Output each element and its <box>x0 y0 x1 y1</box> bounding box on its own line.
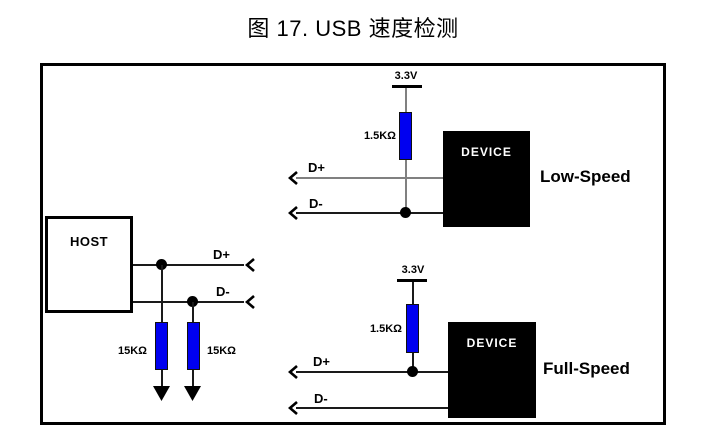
low-speed-pullup-resistor-label: 1.5KΩ <box>363 130 396 142</box>
full-speed-pullup-drop-wire <box>412 353 414 372</box>
low-speed-supply-stem-wire <box>405 88 407 112</box>
full-speed-supply-rail-bar <box>397 279 427 282</box>
low-speed-supply-rail-bar <box>392 85 422 88</box>
host-pulldown-resistor-label-dplus: 15KΩ <box>118 345 147 357</box>
full-speed-dplus-label: D+ <box>313 354 330 369</box>
host-pulldown-resistor-dminus <box>187 322 200 370</box>
low-speed-mode-label: Low-Speed <box>540 167 631 186</box>
full-speed-supply-label: 3.3V <box>401 264 425 276</box>
low-speed-supply-label: 3.3V <box>394 70 418 82</box>
full-speed-device-box: DEVICE <box>448 322 536 418</box>
full-speed-device-label: DEVICE <box>466 336 518 350</box>
low-speed-dminus-label: D- <box>309 196 323 211</box>
host-pulldown-resistor-dplus <box>155 322 168 370</box>
host-dplus-junction-dot <box>156 259 167 270</box>
full-speed-mode-label: Full-Speed <box>543 359 630 378</box>
host-dminus-pulldown-stem-wire <box>192 302 194 322</box>
full-speed-pullup-resistor <box>406 304 419 353</box>
host-dplus-wire <box>133 264 244 266</box>
low-speed-dminus-junction-dot <box>400 207 411 218</box>
low-speed-dplus-arrow-icon <box>287 170 299 186</box>
low-speed-pullup-drop-wire <box>405 160 407 213</box>
host-ground-arrow-dplus-icon <box>153 386 170 401</box>
full-speed-dplus-arrow-icon <box>287 364 299 380</box>
host-ground-stem-dplus-wire <box>161 370 163 387</box>
low-speed-device-label: DEVICE <box>461 145 512 159</box>
host-dplus-connector-icon <box>244 257 256 273</box>
host-ground-arrow-dminus-icon <box>184 386 201 401</box>
full-speed-supply-stem-wire <box>412 282 414 304</box>
low-speed-dplus-label: D+ <box>308 160 325 175</box>
low-speed-pullup-resistor <box>399 112 412 160</box>
full-speed-dplus-junction-dot <box>407 366 418 377</box>
host-box: HOST <box>45 216 133 313</box>
full-speed-dminus-label: D- <box>314 391 328 406</box>
host-dminus-connector-icon <box>244 294 256 310</box>
full-speed-dminus-wire <box>296 407 448 409</box>
figure-frame <box>40 63 666 425</box>
low-speed-dminus-wire <box>296 212 443 214</box>
low-speed-dminus-arrow-icon <box>287 205 299 221</box>
host-dplus-pulldown-stem-wire <box>161 265 163 322</box>
host-ground-stem-dminus-wire <box>192 370 194 387</box>
low-speed-dplus-wire <box>296 177 443 179</box>
figure-title: 图 17. USB 速度检测 <box>247 16 459 41</box>
full-speed-dplus-wire <box>296 371 448 373</box>
full-speed-dminus-arrow-icon <box>287 400 299 416</box>
low-speed-device-box: DEVICE <box>443 131 530 227</box>
host-dplus-label: D+ <box>213 247 230 262</box>
full-speed-pullup-resistor-label: 1.5KΩ <box>369 323 402 335</box>
host-dminus-label: D- <box>216 284 230 299</box>
host-dminus-junction-dot <box>187 296 198 307</box>
host-pulldown-resistor-label-dminus: 15KΩ <box>207 345 236 357</box>
host-label: HOST <box>69 234 109 249</box>
